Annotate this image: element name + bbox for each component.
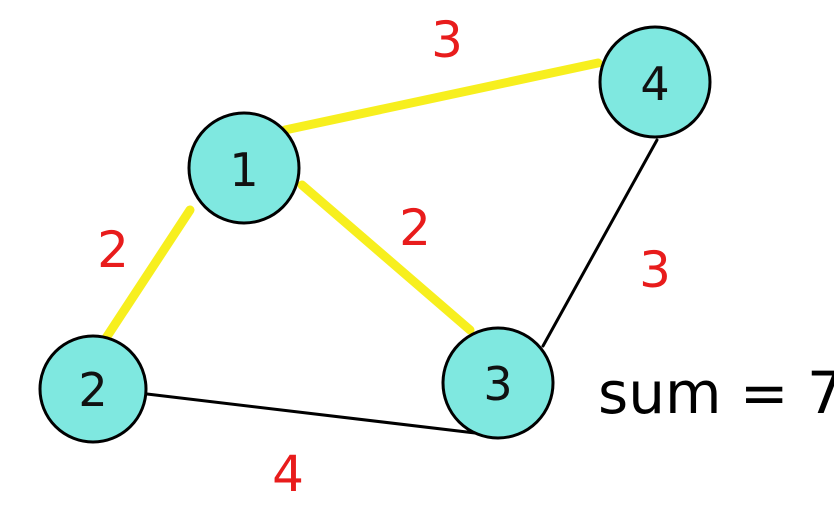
node-2-label: 2: [78, 363, 107, 417]
weight-1-2: 2: [97, 221, 129, 279]
edge-1-3-highlighted: [297, 180, 475, 335]
weight-1-3: 2: [399, 199, 431, 257]
edge-4-3: [541, 138, 659, 348]
weight-1-4: 3: [431, 11, 463, 69]
node-1: 1: [187, 111, 301, 225]
node-2: 2: [38, 334, 148, 444]
weight-2-3: 4: [272, 445, 304, 503]
node-3-label: 3: [483, 357, 512, 411]
sum-annotation: sum = 7: [598, 359, 834, 427]
node-1-label: 1: [229, 143, 258, 197]
node-3: 3: [441, 326, 555, 440]
weight-4-3: 3: [639, 241, 671, 299]
node-4: 4: [598, 25, 712, 139]
edge-1-2-highlighted: [101, 205, 195, 343]
edge-1-4-highlighted: [280, 58, 603, 135]
edge-2-3: [145, 392, 494, 437]
node-4-label: 4: [640, 57, 669, 111]
